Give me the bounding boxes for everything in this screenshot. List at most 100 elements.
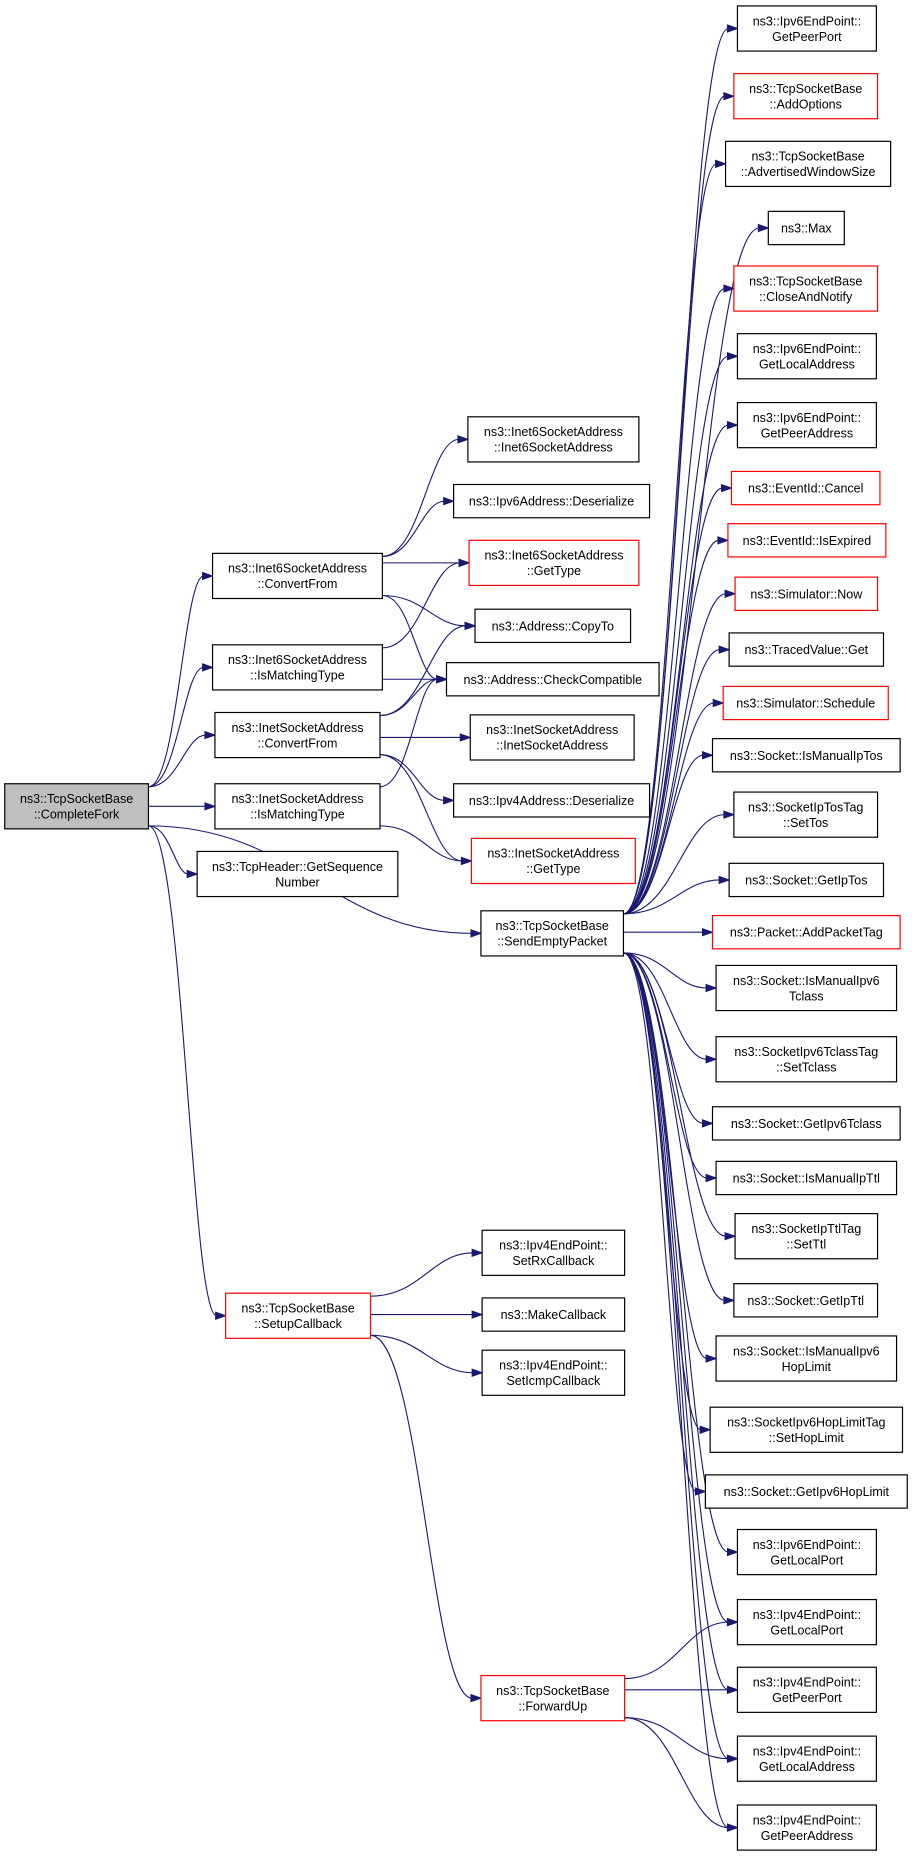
node-r-sock-ismanualipttl[interactable]: ns3::Socket::IsManualIpTtl: [715, 1160, 898, 1196]
node-ipv6-deser[interactable]: ns3::Ipv6Address::Deserialize: [453, 483, 651, 519]
node-addr-copyto[interactable]: ns3::Address::CopyTo: [474, 608, 632, 644]
edge-line: [623, 649, 721, 915]
node-r-ipv6-localport[interactable]: ns3::Ipv6EndPoint::GetLocalPort: [736, 1528, 877, 1576]
node-send-empty[interactable]: ns3::TcpSocketBase::SendEmptyPacket: [480, 910, 625, 957]
edge-line: [624, 1717, 729, 1829]
node-r-iptostag-settos[interactable]: ns3::SocketIpTosTag::SetTos: [733, 791, 879, 838]
edge-arrowhead: [724, 589, 737, 598]
node-r-ipv4-localaddr[interactable]: ns3::Ipv4EndPoint::GetLocalAddress: [736, 1735, 877, 1782]
node-label-line: ns3::Simulator::Schedule: [736, 697, 875, 711]
node-label-line: ::CompleteFork: [34, 808, 120, 822]
node-label-line: ::SetTos: [783, 816, 828, 830]
node-ipv4ep-setrx[interactable]: ns3::Ipv4EndPoint::SetRxCallback: [481, 1229, 626, 1276]
node-label-line: ns3::TcpSocketBase: [749, 82, 862, 96]
node-ipv4-deser[interactable]: ns3::Ipv4Address::Deserialize: [453, 783, 651, 818]
node-label-line: GetLocalPort: [770, 1553, 843, 1567]
edge-send-empty-to-r-sock-getipv6hop: [623, 952, 707, 1496]
node-r-ipv4-peeraddr[interactable]: ns3::Ipv4EndPoint::GetPeerAddress: [736, 1804, 877, 1851]
node-i6sa-ismatch[interactable]: ns3::Inet6SocketAddress::IsMatchingType: [211, 644, 383, 691]
node-label-line: SetIcmpCallback: [506, 1374, 601, 1388]
node-r-sock-getiptos[interactable]: ns3::Socket::GetIpTos: [728, 862, 885, 898]
edge-line: [623, 952, 729, 1623]
edge-isa-convert-to-addr-copyto: [379, 621, 477, 717]
edge-line: [148, 825, 189, 875]
node-r-closenotify[interactable]: ns3::TcpSocketBase::CloseAndNotify: [733, 265, 879, 312]
edge-line: [379, 754, 463, 862]
edge-line: [379, 678, 438, 788]
node-label-line: ::Inet6SocketAddress: [494, 441, 613, 455]
node-r-ipv6-localaddr[interactable]: ns3::Ipv6EndPoint::GetLocalAddress: [736, 333, 877, 380]
node-label-line: ns3::Ipv6Address::Deserialize: [469, 495, 634, 509]
node-r-ipv6hoptag-set[interactable]: ns3::SocketIpv6HopLimitTag::SetHopLimit: [709, 1406, 904, 1453]
node-label-line: ::ConvertFrom: [258, 736, 338, 750]
node-r-ipv4-localport[interactable]: ns3::Ipv4EndPoint::GetLocalPort: [736, 1598, 877, 1646]
edge-line: [623, 95, 726, 915]
node-label-line: SetRxCallback: [512, 1254, 595, 1268]
edge-arrowhead: [721, 483, 734, 493]
node-label-line: ns3::InetSocketAddress: [231, 792, 363, 806]
edge-line: [379, 825, 463, 862]
node-r-sim-schedule[interactable]: ns3::Simulator::Schedule: [722, 685, 889, 721]
node-r-sock-ismanualiptos[interactable]: ns3::Socket::IsManualIpTos: [711, 738, 901, 773]
node-r-addoptions[interactable]: ns3::TcpSocketBase::AddOptions: [733, 73, 879, 120]
node-r-ipv6-peeraddr[interactable]: ns3::Ipv6EndPoint::GetPeerAddress: [736, 401, 877, 449]
edge-arrowhead: [726, 352, 739, 361]
node-r-pkt-addtag[interactable]: ns3::Packet::AddPacketTag: [711, 914, 901, 950]
node-make-cb[interactable]: ns3::MakeCallback: [481, 1297, 626, 1332]
edge-arrowhead: [726, 1547, 739, 1557]
node-label-line: ns3::EventId::Cancel: [748, 482, 863, 496]
node-box: [736, 401, 877, 449]
node-r-ipv6tclasstag-set[interactable]: ns3::SocketIpv6TclassTag::SetTclass: [715, 1036, 898, 1083]
node-r-sock-getipttl[interactable]: ns3::Socket::GetIpTtl: [733, 1283, 879, 1318]
node-addr-checkcompat[interactable]: ns3::Address::CheckCompatible: [445, 662, 660, 697]
node-r-advwin[interactable]: ns3::TcpSocketBase::AdvertisedWindowSize: [724, 140, 892, 188]
edge-i6sa-convert-to-addr-copyto: [382, 594, 477, 631]
edge-line: [623, 539, 720, 915]
edge-line: [382, 594, 438, 680]
node-r-traced-get[interactable]: ns3::TracedValue::Get: [728, 632, 885, 667]
node-ipv4ep-seticmp[interactable]: ns3::Ipv4EndPoint::SetIcmpCallback: [481, 1349, 626, 1396]
node-root[interactable]: ns3::TcpSocketBase::CompleteFork: [4, 783, 150, 830]
node-label-line: GetLocalPort: [770, 1623, 843, 1637]
node-label-line: ns3::TcpSocketBase: [20, 792, 133, 806]
node-r-ev-cancel[interactable]: ns3::EventId::Cancel: [730, 470, 881, 506]
edge-send-empty-to-r-ev-isexpired: [623, 536, 730, 915]
node-r-sock-getipv6hop[interactable]: ns3::Socket::GetIpv6HopLimit: [704, 1474, 908, 1509]
node-box: [469, 714, 635, 761]
edge-arrowhead: [726, 1823, 739, 1832]
node-i6sa-gettype[interactable]: ns3::Inet6SocketAddress::GetType: [468, 539, 640, 587]
edge-arrowhead: [726, 1685, 739, 1695]
node-isa-gettype[interactable]: ns3::InetSocketAddress::GetType: [470, 837, 636, 885]
node-r-ev-isexpired[interactable]: ns3::EventId::IsExpired: [727, 523, 887, 558]
edge-send-empty-to-r-traced-get: [623, 645, 731, 915]
node-isa-convert[interactable]: ns3::InetSocketAddress::ConvertFrom: [214, 711, 381, 759]
node-label-line: ns3::TcpSocketBase: [751, 150, 864, 164]
node-box: [481, 1349, 626, 1396]
node-r-sock-getipv6tclass[interactable]: ns3::Socket::GetIpv6Tclass: [711, 1106, 901, 1141]
node-box: [736, 1804, 877, 1851]
node-r-ipttltag-setttl[interactable]: ns3::SocketIpTtlTag::SetTtl: [734, 1213, 879, 1260]
node-i6sa-convert[interactable]: ns3::Inet6SocketAddress::ConvertFrom: [211, 552, 383, 600]
node-i6sa-ctor[interactable]: ns3::Inet6SocketAddress::Inet6SocketAddr…: [467, 416, 640, 463]
node-label-line: ns3::Socket::IsManualIpTtl: [733, 1172, 880, 1186]
node-r-ipv6-peerport[interactable]: ns3::Ipv6EndPoint::GetPeerPort: [736, 5, 877, 52]
node-isa-ctor[interactable]: ns3::InetSocketAddress::InetSocketAddres…: [469, 714, 635, 761]
node-forward-up[interactable]: ns3::TcpSocketBase::ForwardUp: [480, 1674, 626, 1722]
node-label-line: ns3::Address::CopyTo: [492, 619, 614, 633]
edge-line: [379, 678, 438, 717]
edge-arrowhead: [723, 91, 736, 101]
edge-arrowhead: [471, 1368, 484, 1377]
node-r-sim-now[interactable]: ns3::Simulator::Now: [734, 576, 879, 611]
node-label-line: ::SetHopLimit: [769, 1431, 845, 1445]
node-label-line: ns3::SocketIpTtlTag: [751, 1222, 861, 1236]
edge-arrowhead: [717, 536, 730, 545]
node-setup-cb[interactable]: ns3::TcpSocketBase::SetupCallback: [225, 1292, 372, 1339]
node-r-ipv4-peerport[interactable]: ns3::Ipv4EndPoint::GetPeerPort: [736, 1666, 877, 1713]
node-label-line: ns3::Inet6SocketAddress: [228, 562, 367, 576]
node-isa-ismatch[interactable]: ns3::InetSocketAddress::IsMatchingType: [214, 783, 381, 830]
node-r-max[interactable]: ns3::Max: [767, 210, 845, 246]
edge-send-empty-to-r-sock-ismanualiptos: [623, 751, 715, 915]
